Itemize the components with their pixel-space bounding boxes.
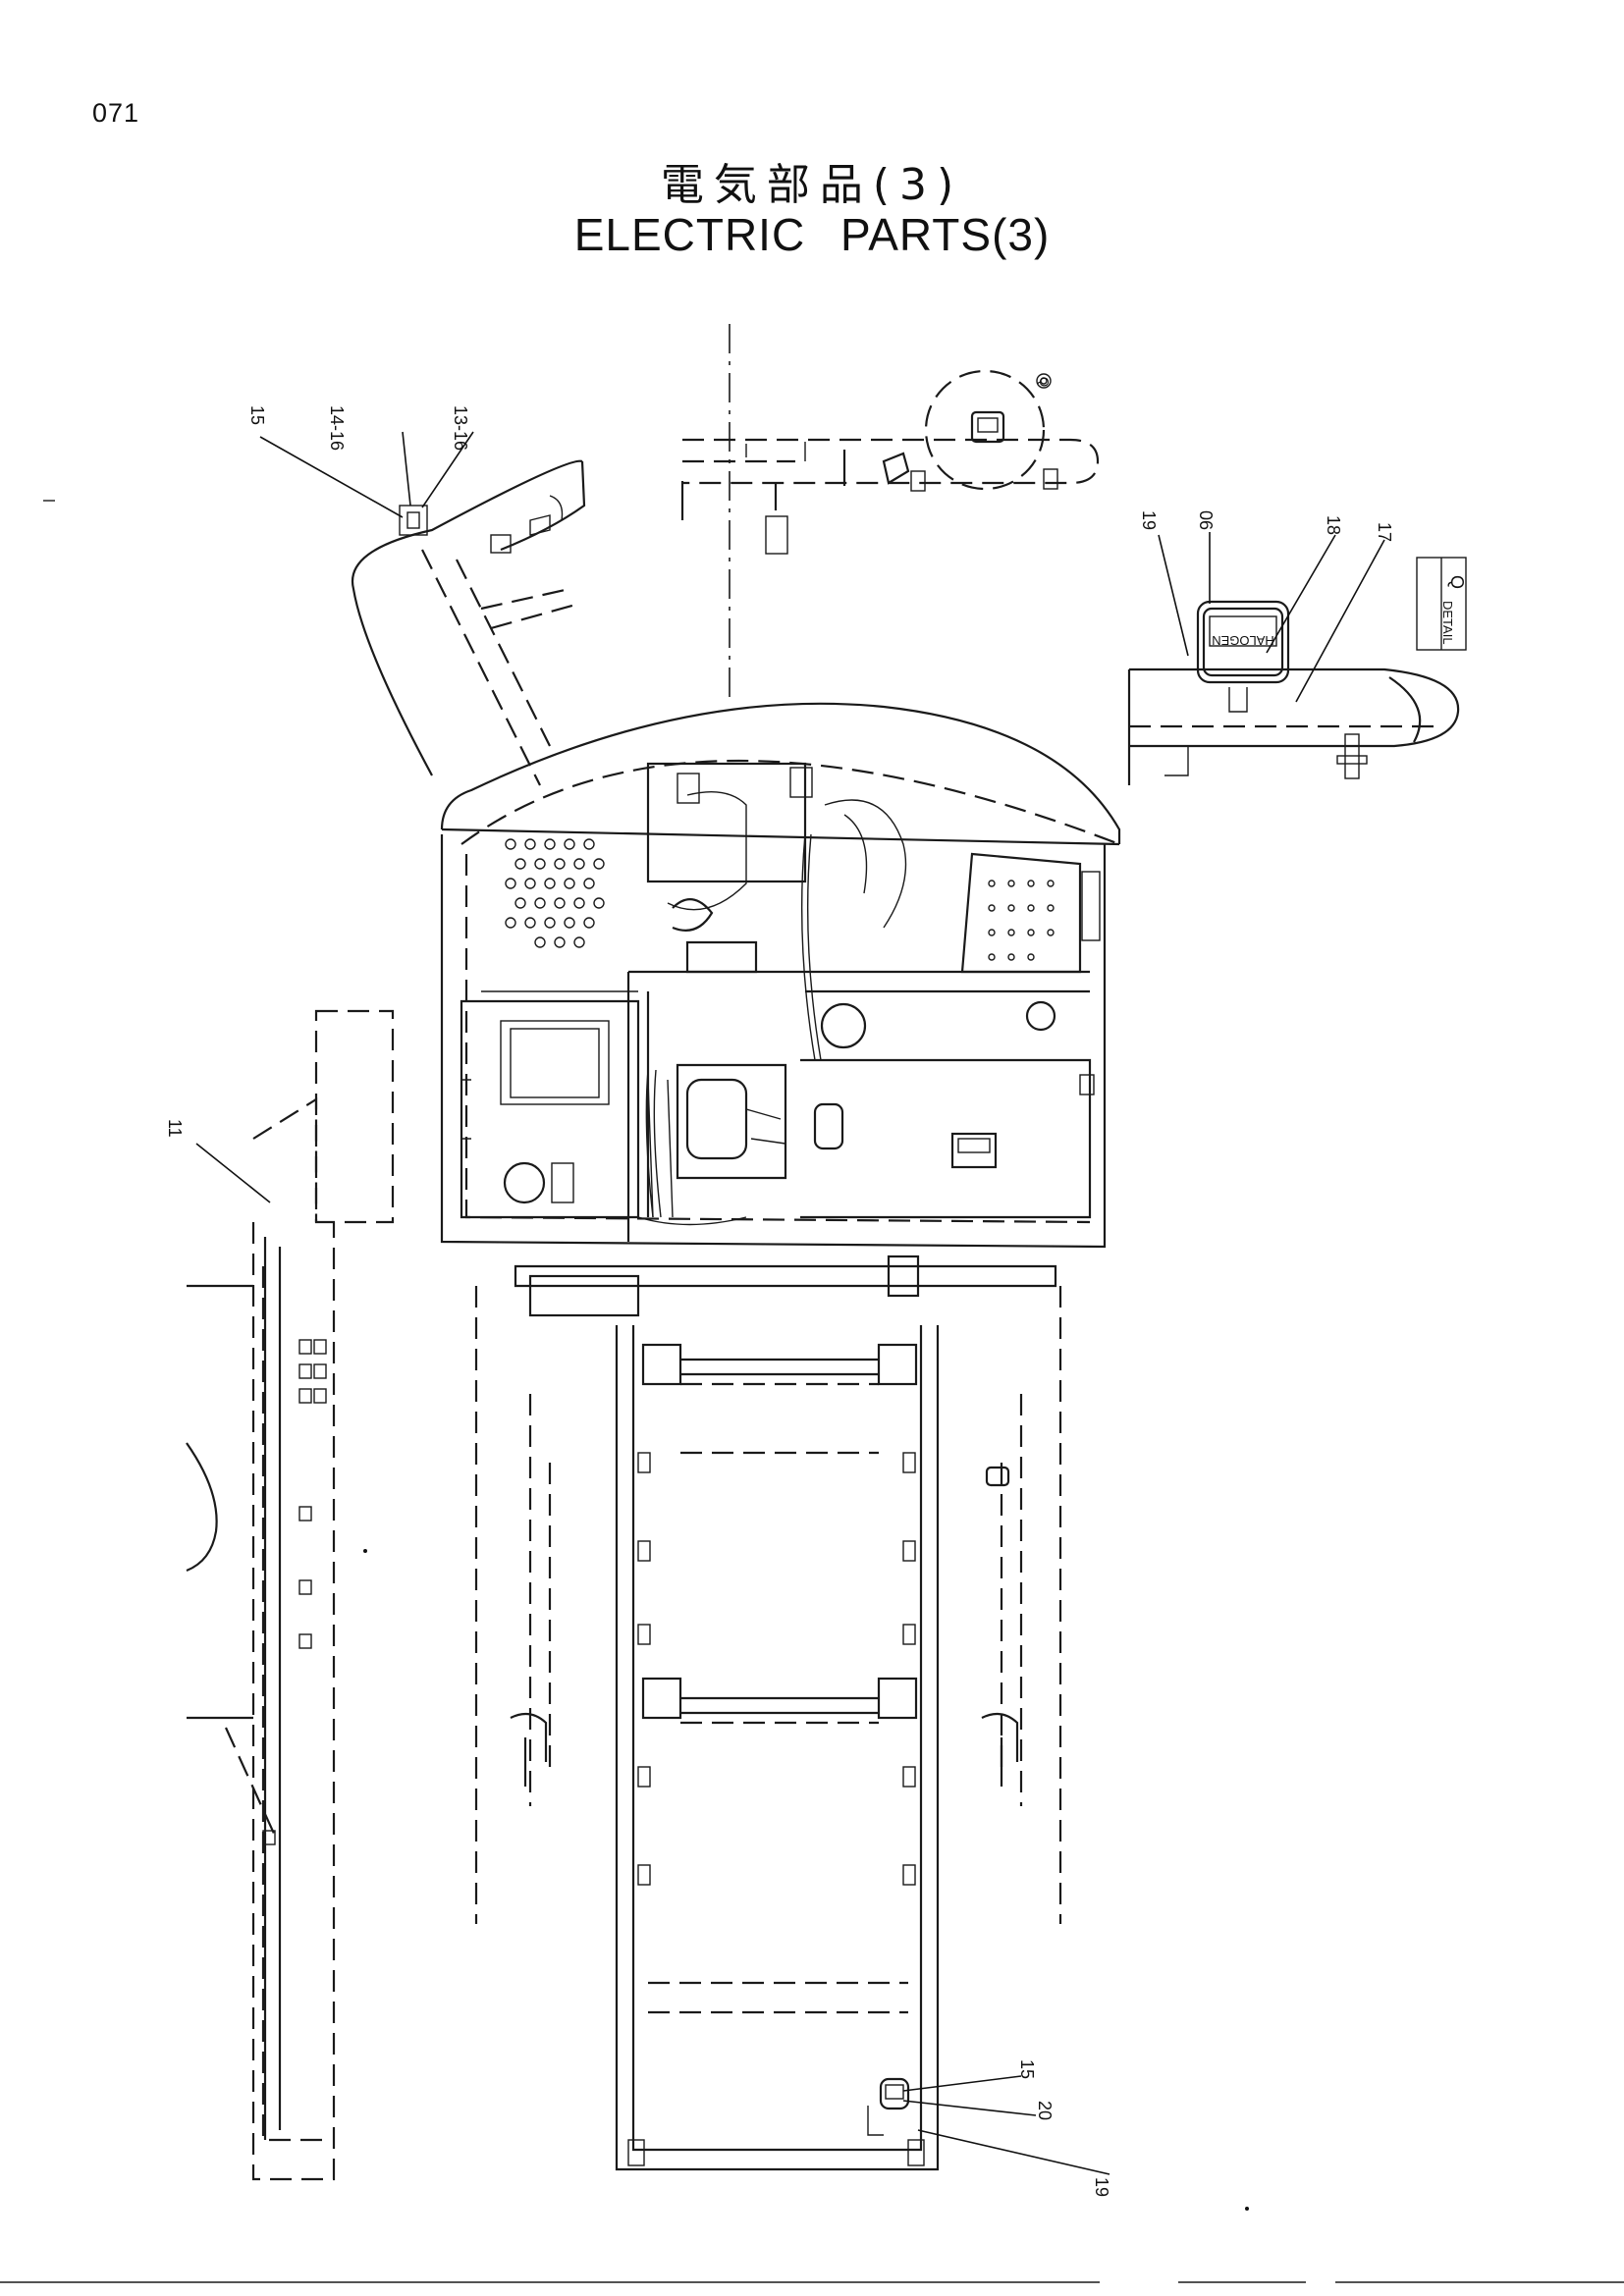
page-title-japanese: 電気部品(3) [660, 160, 964, 210]
callout-13-16: 13-16 [451, 405, 470, 451]
page-number: 071 [92, 98, 140, 128]
callout-18: 18 [1324, 515, 1343, 535]
callout-06: 06 [1196, 510, 1216, 530]
upper-structure [440, 702, 1121, 1249]
boom-lamp-assembly [680, 369, 1100, 555]
callout-19-detail: 19 [1139, 510, 1159, 530]
detail-label: DETAIL [1440, 601, 1455, 645]
callout-15-top: 15 [247, 405, 267, 425]
callout-19-bottom: 19 [1092, 2177, 1111, 2197]
detail-letter: Q [1447, 575, 1467, 589]
callout-17: 17 [1375, 522, 1394, 542]
perforated-plate [988, 880, 1055, 961]
lamp-label: HALOGEN [1212, 633, 1274, 648]
page-title-english: ELECTRIC PARTS(3) [573, 209, 1051, 260]
callout-20: 20 [1035, 2101, 1055, 2120]
callout-11: 11 [165, 1119, 185, 1138]
left-side-deck [186, 1009, 395, 2181]
detail-q-view: DETAIL Q HALOGEN [1127, 557, 1467, 785]
callout-14-16: 14-16 [327, 405, 347, 451]
vent-pattern [505, 838, 605, 948]
track-frame [474, 1255, 1062, 2171]
callout-group: 15 14-16 13-16 19 06 18 17 11 15 20 19 Q [165, 377, 1394, 2197]
detail-reference-mark: Q [1037, 377, 1052, 387]
callout-15-bottom: 15 [1017, 2059, 1037, 2079]
left-handrail [351, 459, 586, 786]
